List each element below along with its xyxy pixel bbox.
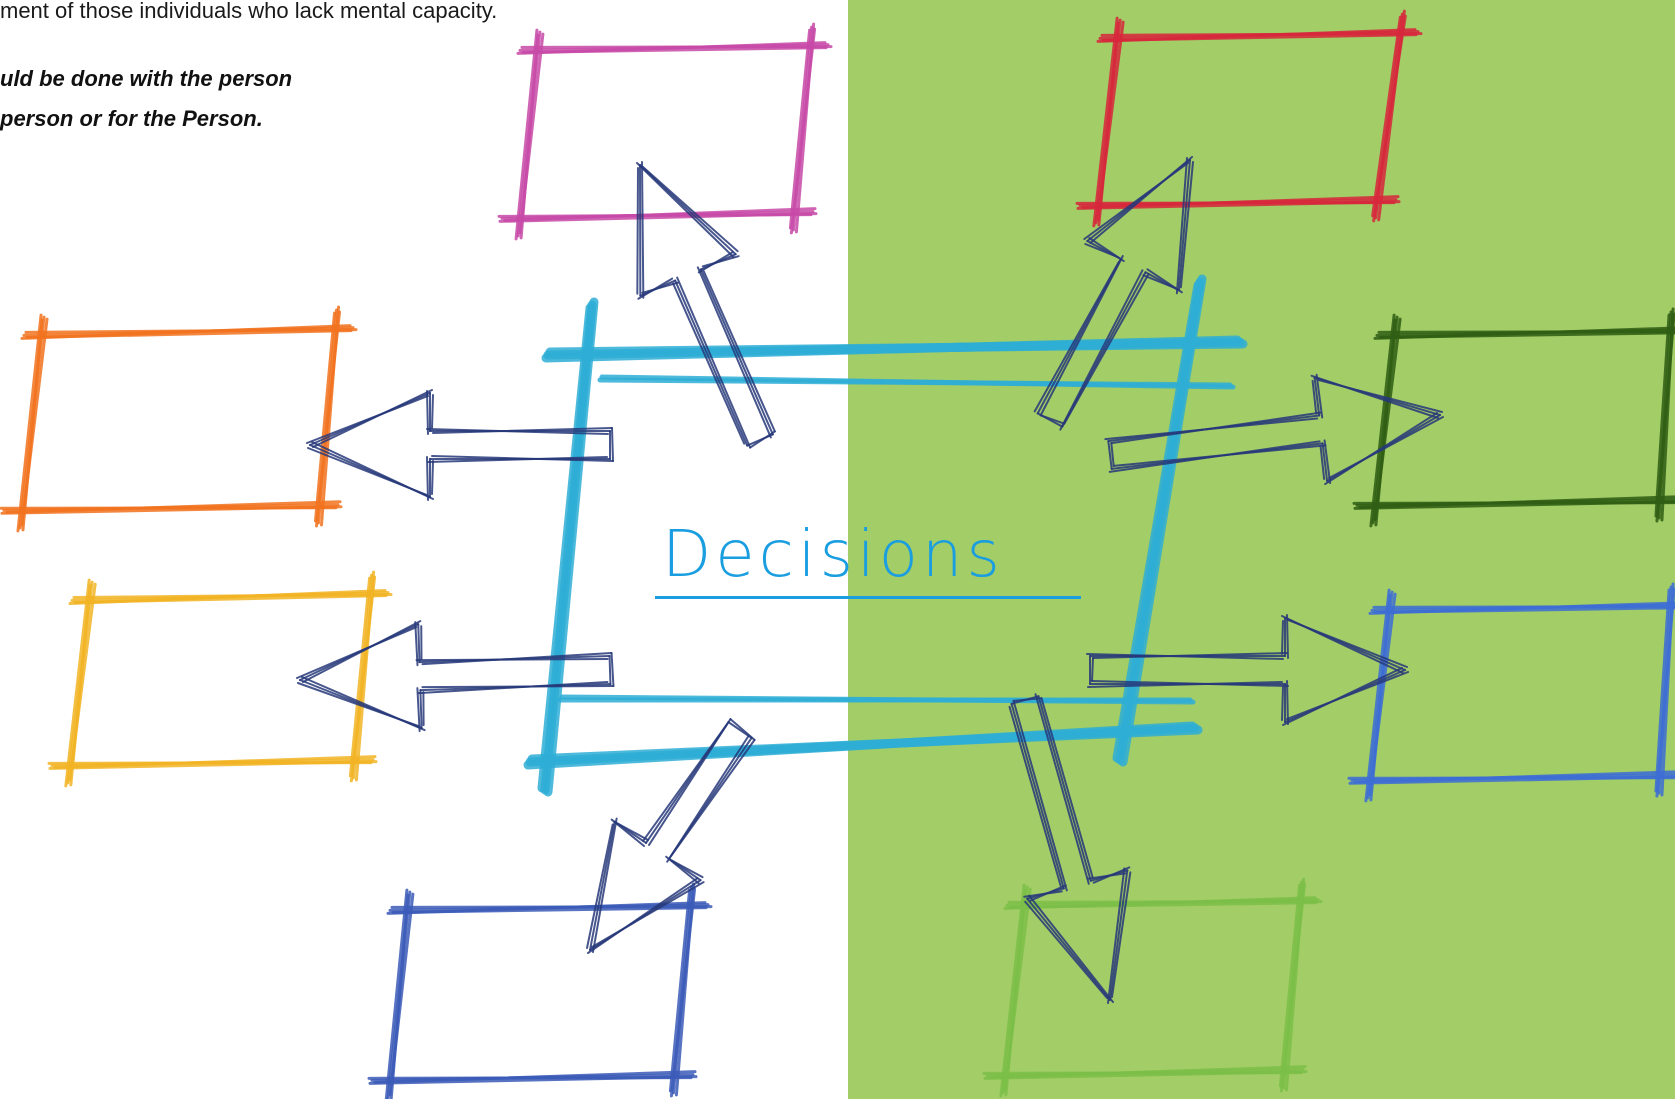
box-top-right: [1075, 9, 1423, 228]
intro-note-line-2: person or for the Person.: [0, 106, 263, 131]
box-left-lower: [47, 570, 393, 788]
central-block-outline: [523, 274, 1248, 797]
arrow-to-top-right: [1033, 156, 1194, 431]
intro-text-line: ment of those individuals who lack menta…: [0, 0, 498, 23]
arrow-to-right-lower: [1086, 614, 1409, 726]
decisions-label: Decisions: [662, 518, 1004, 592]
arrow-to-right-upper: [1104, 373, 1444, 486]
decisions-underline: [655, 596, 1081, 599]
arrow-to-left-lower: [296, 620, 615, 733]
arrow-to-bottom-left: [586, 718, 756, 954]
box-top: [497, 22, 833, 241]
box-right-lower: [1347, 582, 1675, 803]
box-bottom-right: [982, 877, 1323, 1098]
box-bottom-left: [367, 882, 713, 1099]
arrow-to-top: [636, 161, 776, 449]
arrow-to-bottom-right: [1008, 693, 1132, 1004]
green-background-panel: [848, 0, 1675, 1099]
intro-note-line-1: uld be done with the person: [0, 66, 293, 91]
arrow-to-left-upper: [306, 389, 614, 501]
box-right-upper: [1352, 307, 1675, 528]
box-left-upper: [0, 305, 358, 533]
